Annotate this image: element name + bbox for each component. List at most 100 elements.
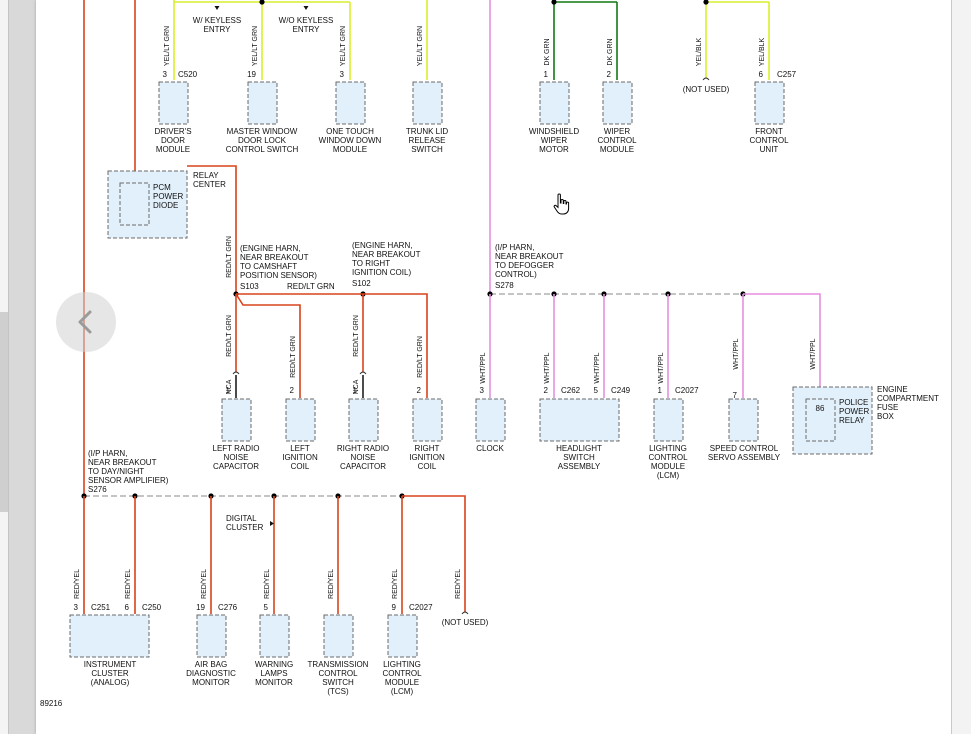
relay-to-s103-wire (187, 165, 237, 294)
one-touch-wire-label: YEL/LT GRN (340, 26, 347, 66)
keyless-arrow (214, 6, 220, 10)
s103-to-s102-wire-label: RED/LT GRN (287, 282, 335, 291)
pin-speed-servo: 7 (733, 391, 738, 400)
headlight-a-wire-label: WHT/PPL (544, 352, 551, 383)
cluster-a-wire-label: RED/YEL (74, 569, 81, 599)
right-ignition-coil-box (412, 398, 443, 442)
pin-headlight-a: 2 (544, 386, 549, 395)
pin-cluster-a: 3 (74, 603, 79, 612)
left-radio-break (232, 371, 240, 375)
keyless-splice-node (259, 0, 265, 5)
pin-airbag: 19 (196, 603, 205, 612)
instrument-cluster-box (69, 614, 150, 658)
right-radio-wire-label: RED/LT GRN (353, 315, 360, 357)
right-radio-capacitor-box (348, 398, 379, 442)
connector-c262: C262 (561, 386, 581, 395)
tcs-switch-box (323, 614, 354, 658)
police-power-relay-box (805, 398, 836, 442)
unused-bottom-connector-mark (461, 611, 469, 615)
components (69, 81, 873, 658)
left-panel-scroll-mark (0, 312, 8, 512)
left-ignition-coil-box (285, 398, 316, 442)
warning-lamps-box (259, 614, 290, 658)
left-radio-nca-label: NCA (226, 379, 233, 394)
windshield-wiper-motor-box (539, 81, 570, 125)
pin-front-control: 6 (759, 70, 764, 79)
s103-label: S103 (240, 282, 259, 291)
pin-lcm-top: 1 (658, 386, 663, 395)
s103-feed-wire-label: RED/LT GRN (226, 236, 233, 278)
connector-c250: C250 (142, 603, 162, 612)
connector-c2027-bottom: C2027 (409, 603, 433, 612)
pin-master-window: 19 (247, 70, 256, 79)
not-used-top-label: (NOT USED) (683, 85, 730, 94)
chevron-left-icon (78, 310, 92, 334)
connector-c249: C249 (611, 386, 631, 395)
pin-left-coil: 2 (290, 386, 295, 395)
pin-one-touch: 3 (340, 70, 345, 79)
left-radio-wire-label: RED/LT GRN (226, 315, 233, 357)
police-relay-wire (743, 293, 821, 398)
master-window-switch-box (247, 81, 278, 125)
headlight-b-wire-label: WHT/PPL (594, 352, 601, 383)
airbag-monitor-box (196, 614, 227, 658)
speed-servo-box (728, 398, 759, 442)
unused-connector-mark (702, 77, 710, 81)
connector-c257: C257 (777, 70, 797, 79)
pin-right-coil: 2 (417, 386, 422, 395)
right-radio-nca-label: NCA (353, 379, 360, 394)
right-coil-wire-label: RED/LT GRN (417, 336, 424, 378)
warning-wire-label: RED/YEL (264, 569, 271, 599)
wiper-splice-node (551, 0, 557, 5)
not-used-bottom-label: (NOT USED) (442, 618, 489, 627)
connector-c2027: C2027 (675, 386, 699, 395)
speed-servo-wire-label: WHT/PPL (733, 338, 740, 369)
wiper-control-module-box (602, 81, 633, 125)
unused-bottom-wire-label: RED/YEL (455, 569, 462, 599)
master-window-wire-label: YEL/LT GRN (252, 26, 259, 66)
left-coil-wire-label: RED/LT GRN (290, 336, 297, 378)
pin-wiper-motor: 1 (544, 70, 549, 79)
pin-right-radio: 1 (353, 386, 358, 395)
clock-box (475, 398, 506, 442)
pcm-power-diode-box (119, 182, 150, 226)
clock-wire-label: WHT/PPL (480, 352, 487, 383)
cluster-b-wire-label: RED/YEL (125, 569, 132, 599)
no-keyless-arrow (303, 6, 309, 10)
pin-drivers-door: 3 (163, 70, 168, 79)
tcs-wire-label: RED/YEL (328, 569, 335, 599)
drivers-door-module-box (158, 81, 189, 125)
previous-page-button[interactable] (56, 292, 116, 352)
pin-warning: 5 (264, 603, 269, 612)
lcm-top-wire-label: WHT/PPL (658, 352, 665, 383)
trunk-lid-switch-box (412, 81, 443, 125)
connector-c276: C276 (218, 603, 238, 612)
pin-wiper-module: 2 (607, 70, 612, 79)
